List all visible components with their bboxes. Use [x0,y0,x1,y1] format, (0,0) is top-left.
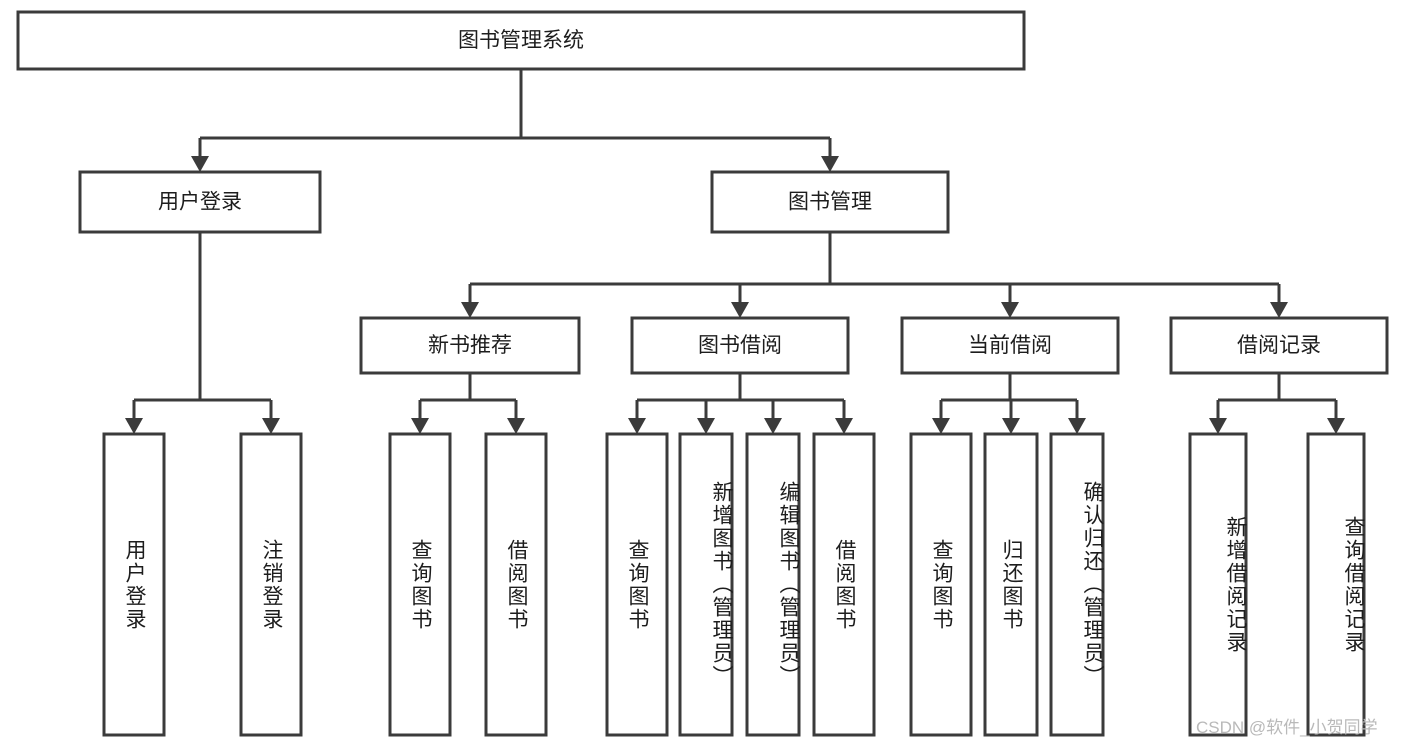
arrow-head-icon [764,418,782,434]
node-l-add-book[interactable] [678,432,734,737]
node-label: 借阅记录 [1237,334,1321,357]
arrow-head-icon [697,418,715,434]
node-n-user-login[interactable]: 用户登录 [78,170,322,234]
node-box [909,432,973,737]
arrow-head-icon [628,418,646,434]
node-n-book-mgmt[interactable]: 图书管理 [710,170,950,234]
csdn-watermark: CSDN @软件_小贺同学 [1196,718,1378,737]
arrow-head-icon [507,418,525,434]
node-n-current[interactable]: 当前借阅 [900,316,1120,375]
node-box [745,432,801,737]
node-n-new-rec[interactable]: 新书推荐 [359,316,581,375]
node-box [1306,432,1366,737]
node-box [388,432,452,737]
node-box [605,432,669,737]
node-box [678,432,734,737]
arrow-head-icon [835,418,853,434]
node-box [1169,316,1389,375]
arrow-head-icon [125,418,143,434]
node-label: 图书管理系统 [458,29,584,52]
node-l-edit-book[interactable] [745,432,801,737]
node-box [16,10,1026,71]
node-box [630,316,850,375]
node-root[interactable]: 图书管理系统 [16,10,1026,71]
node-l-return-book[interactable] [983,432,1039,737]
node-l-user-login[interactable] [102,432,166,737]
node-l-query-book-2[interactable] [605,432,669,737]
node-l-confirm-return[interactable] [1049,432,1105,737]
arrow-head-icon [461,302,479,318]
node-box [359,316,581,375]
arrow-head-icon [191,156,209,172]
arrow-head-icon [1001,302,1019,318]
node-box [239,432,303,737]
node-l-query-book-3[interactable] [909,432,973,737]
node-box [812,432,876,737]
node-box [1188,432,1248,737]
node-label: 用户登录 [158,191,242,214]
node-box [102,432,166,737]
arrow-head-icon [1068,418,1086,434]
node-label: 当前借阅 [968,334,1052,357]
node-box [78,170,322,234]
node-l-borrow-book-2[interactable] [812,432,876,737]
node-box [900,316,1120,375]
node-label: 图书借阅 [698,334,782,357]
arrow-head-icon [731,302,749,318]
node-l-borrow-book-1[interactable] [484,432,548,737]
arrow-head-icon [1002,418,1020,434]
node-box [983,432,1039,737]
node-box [1049,432,1105,737]
arrow-head-icon [411,418,429,434]
node-label: 图书管理 [788,191,872,214]
node-l-logout[interactable] [239,432,303,737]
connector-layer [125,69,1345,434]
node-box [710,170,950,234]
arrow-head-icon [821,156,839,172]
arrow-head-icon [1327,418,1345,434]
arrow-head-icon [262,418,280,434]
node-label: 新书推荐 [428,334,512,357]
arrow-head-icon [1209,418,1227,434]
node-n-borrow[interactable]: 图书借阅 [630,316,850,375]
node-n-records[interactable]: 借阅记录 [1169,316,1389,375]
node-l-query-record[interactable] [1306,432,1366,737]
node-l-add-record[interactable] [1188,432,1248,737]
node-box [484,432,548,737]
arrow-head-icon [1270,302,1288,318]
arrow-head-icon [932,418,950,434]
node-l-query-book-1[interactable] [388,432,452,737]
